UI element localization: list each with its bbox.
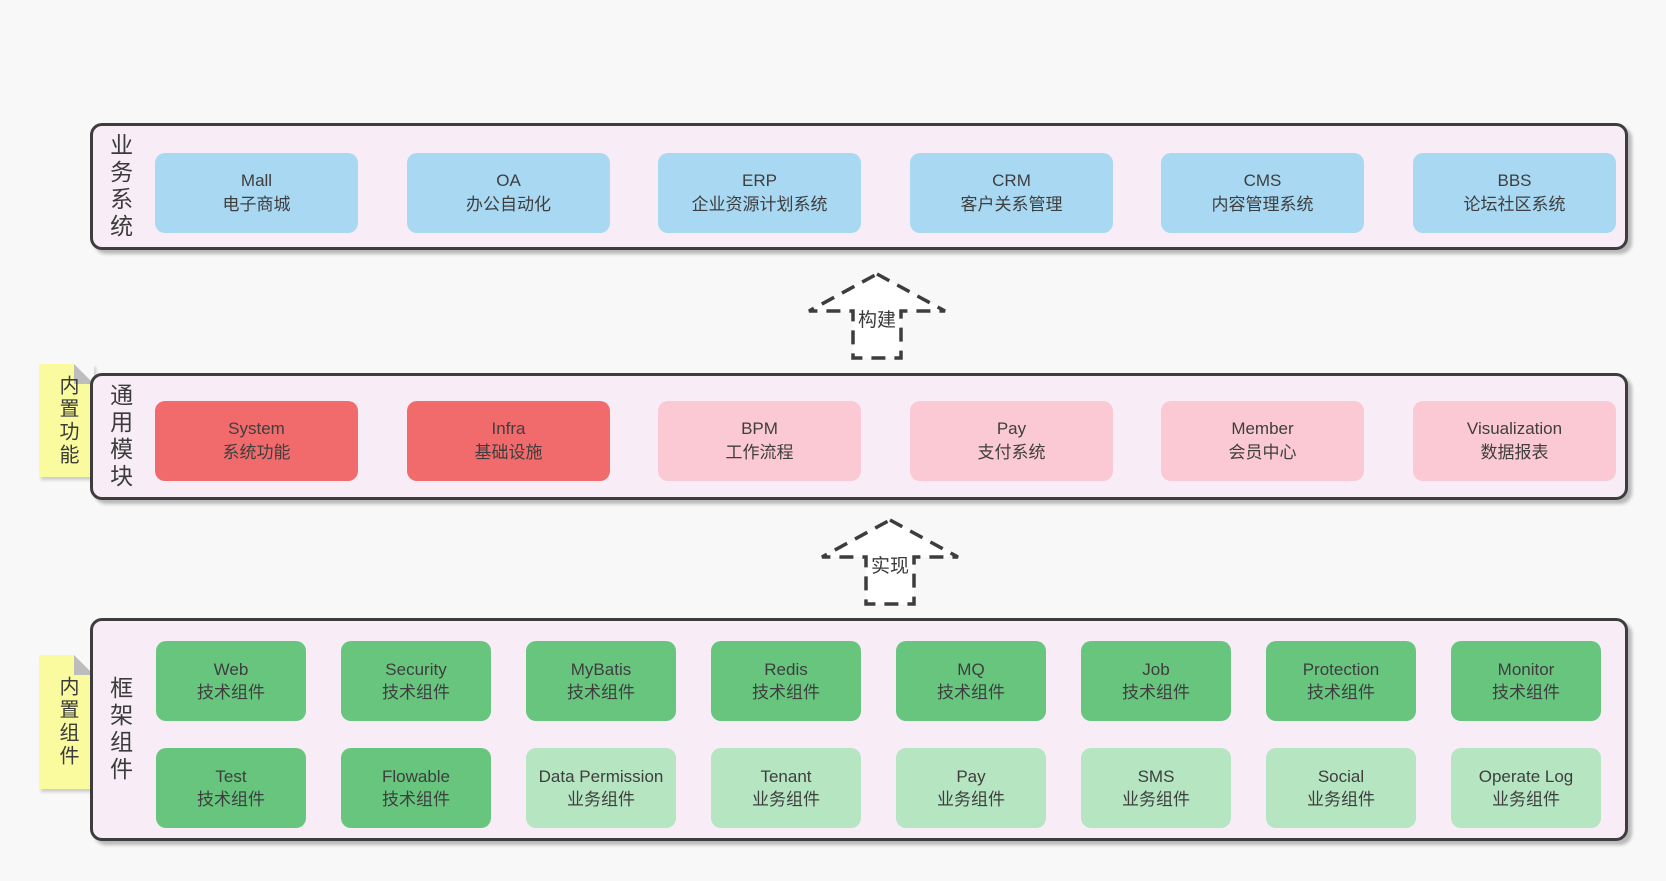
box-title: System (228, 419, 285, 438)
box-title: Pay (996, 419, 1027, 438)
box-subtitle: 技术组件 (937, 683, 1005, 702)
box-cms: CMS 内容管理系统 (1161, 153, 1364, 233)
box-subtitle: 业务组件 (1307, 790, 1375, 809)
box-title: Test (215, 767, 247, 786)
box-mall: Mall 电子商城 (155, 153, 358, 233)
box-subtitle: 电子商城 (222, 195, 291, 214)
box-monitor: Monitor 技术组件 (1451, 641, 1601, 721)
box-title: Member (1231, 419, 1294, 438)
box-subtitle: 技术组件 (1122, 683, 1190, 702)
box-subtitle: 技术组件 (1307, 683, 1375, 702)
box-subtitle: 技术组件 (382, 790, 450, 809)
box-title: Pay (956, 767, 986, 786)
box-flowable: Flowable 技术组件 (341, 748, 491, 828)
box-test: Test 技术组件 (156, 748, 306, 828)
sticky-note-builtin-components: 内置组件 (39, 655, 94, 789)
box-subtitle: 客户关系管理 (960, 195, 1063, 214)
box-subtitle: 技术组件 (1492, 683, 1560, 702)
box-title: MQ (957, 660, 985, 679)
box-title: Monitor (1497, 660, 1555, 679)
arrow-label: 实现 (867, 554, 913, 580)
box-subtitle: 技术组件 (567, 683, 635, 702)
box-system: System 系统功能 (155, 401, 358, 481)
box-title: Data Permission (538, 767, 664, 786)
layer-label: 业务系统 (106, 132, 133, 241)
box-social: Social 业务组件 (1266, 748, 1416, 828)
sticky-note-builtin-features: 内置功能 (39, 364, 94, 477)
box-member: Member 会员中心 (1161, 401, 1364, 481)
box-data-permission: Data Permission 业务组件 (526, 748, 676, 828)
sticky-note-label: 内置功能 (56, 374, 78, 467)
box-subtitle: 工作流程 (725, 443, 794, 462)
box-title: MyBatis (570, 660, 632, 679)
box-subtitle: 基础设施 (474, 443, 543, 462)
box-title: Social (1317, 767, 1365, 786)
box-tenant: Tenant 业务组件 (711, 748, 861, 828)
box-mybatis: MyBatis 技术组件 (526, 641, 676, 721)
box-title: Visualization (1466, 419, 1563, 438)
box-title: Redis (764, 660, 808, 679)
box-pay-system: Pay 支付系统 (910, 401, 1113, 481)
box-title: SMS (1137, 767, 1175, 786)
box-sms: SMS 业务组件 (1081, 748, 1231, 828)
box-erp: ERP 企业资源计划系统 (658, 153, 861, 233)
box-web: Web 技术组件 (156, 641, 306, 721)
box-title: Web (213, 660, 249, 679)
box-pay-component: Pay 业务组件 (896, 748, 1046, 828)
box-title: ERP (742, 171, 777, 190)
box-bpm: BPM 工作流程 (658, 401, 861, 481)
layer-business-systems: 业务系统 Mall 电子商城 OA 办公自动化 ERP 企业资源计划系统 CRM… (90, 123, 1628, 250)
box-title: Flowable (381, 767, 451, 786)
box-subtitle: 技术组件 (197, 790, 265, 809)
box-title: CMS (1243, 171, 1282, 190)
box-title: Security (385, 660, 447, 679)
box-subtitle: 企业资源计划系统 (691, 195, 828, 214)
box-subtitle: 业务组件 (752, 790, 820, 809)
box-title: Infra (491, 419, 526, 438)
layer-common-modules: 通用模块 System 系统功能 Infra 基础设施 BPM 工作流程 Pay… (90, 373, 1628, 500)
box-subtitle: 内容管理系统 (1211, 195, 1314, 214)
arrow-label: 构建 (854, 308, 900, 334)
box-job: Job 技术组件 (1081, 641, 1231, 721)
layer-label: 通用模块 (106, 382, 133, 491)
arrow-implement: 实现 (817, 516, 963, 608)
box-subtitle: 业务组件 (937, 790, 1005, 809)
box-subtitle: 系统功能 (222, 443, 291, 462)
box-mq: MQ 技术组件 (896, 641, 1046, 721)
box-title: Protection (1302, 660, 1380, 679)
box-redis: Redis 技术组件 (711, 641, 861, 721)
box-title: Job (1142, 660, 1170, 679)
box-subtitle: 办公自动化 (466, 195, 551, 214)
box-subtitle: 业务组件 (1492, 790, 1560, 809)
box-operate-log: Operate Log 业务组件 (1451, 748, 1601, 828)
box-subtitle: 技术组件 (197, 683, 265, 702)
layer-framework-components: 框架组件 Web 技术组件 Security 技术组件 MyBatis 技术组件… (90, 618, 1628, 841)
box-infra: Infra 基础设施 (407, 401, 610, 481)
box-subtitle: 数据报表 (1480, 443, 1549, 462)
box-subtitle: 技术组件 (382, 683, 450, 702)
box-crm: CRM 客户关系管理 (910, 153, 1113, 233)
box-subtitle: 支付系统 (977, 443, 1046, 462)
arrow-build: 构建 (804, 270, 950, 362)
box-visualization: Visualization 数据报表 (1413, 401, 1616, 481)
box-subtitle: 业务组件 (1122, 790, 1190, 809)
box-bbs: BBS 论坛社区系统 (1413, 153, 1616, 233)
box-title: Tenant (760, 767, 812, 786)
box-subtitle: 技术组件 (752, 683, 820, 702)
box-title: OA (496, 171, 521, 190)
box-subtitle: 业务组件 (567, 790, 635, 809)
sticky-note-label: 内置组件 (56, 676, 78, 768)
layer-label: 框架组件 (106, 675, 133, 784)
box-title: BBS (1497, 171, 1532, 190)
box-title: BPM (741, 419, 778, 438)
box-title: Operate Log (1478, 767, 1574, 786)
box-subtitle: 论坛社区系统 (1463, 195, 1566, 214)
box-oa: OA 办公自动化 (407, 153, 610, 233)
box-protection: Protection 技术组件 (1266, 641, 1416, 721)
box-title: CRM (992, 171, 1031, 190)
box-title: Mall (240, 171, 273, 190)
box-subtitle: 会员中心 (1228, 443, 1297, 462)
box-security: Security 技术组件 (341, 641, 491, 721)
